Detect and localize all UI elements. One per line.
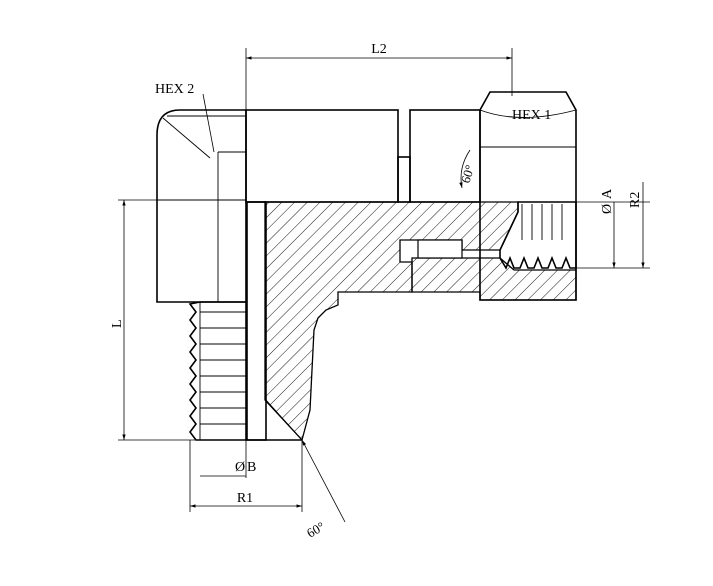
diameter-b-symbol-icon: Ø — [235, 460, 245, 475]
elbow-body — [156, 109, 247, 440]
label-l2: L2 — [371, 42, 387, 57]
diameter-a-symbol-icon: Ø — [600, 204, 615, 214]
label-hex2: HEX 2 — [155, 82, 194, 97]
section-hatched — [246, 201, 577, 442]
label-angle-top: 60° — [458, 163, 478, 185]
female-thread — [499, 201, 577, 270]
label-r1: R1 — [237, 491, 253, 506]
label-dia-a: A — [600, 188, 615, 199]
label-r2: R2 — [628, 192, 643, 208]
label-hex1: HEX 1 — [512, 108, 551, 123]
neck — [245, 109, 481, 203]
label-dia-b: B — [247, 460, 256, 475]
male-thread — [188, 301, 303, 441]
label-l: L — [110, 319, 125, 328]
dimensions — [118, 48, 650, 523]
label-angle-bottom: 60° — [304, 519, 327, 541]
